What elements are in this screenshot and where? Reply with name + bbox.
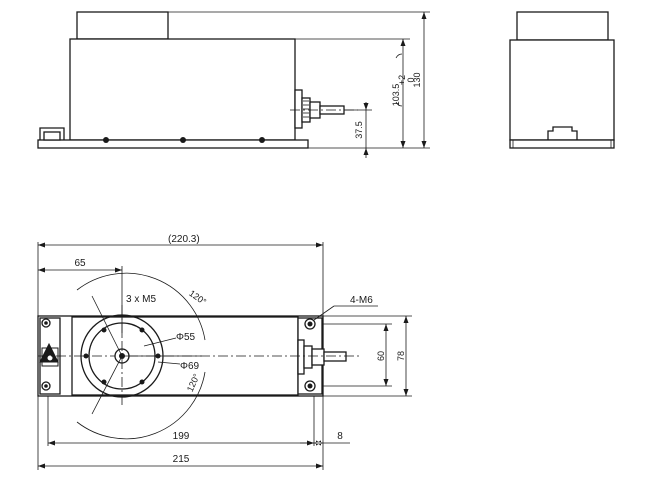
label-120-top: 120° [187,288,208,307]
dim-215: 215 [173,454,190,465]
motor-cap [76,11,169,40]
front-view: 103.5 37.5 +2 0 130 [37,11,430,158]
dim-8: 8 [337,431,343,442]
left-bracket-inner [43,131,61,141]
side-view [509,11,615,149]
main-body [69,38,296,141]
dim-130-tol-upper: +2 [397,75,407,85]
connector-flange [294,89,303,129]
label-4-m6: 4-M6 [350,295,373,306]
label-dia-55: Φ55 [176,332,196,343]
top-view: 3 x M5 120° 120° Φ55 Φ69 4-M6 (220.3) 65… [37,234,412,470]
label-3xm5: 3 x M5 [126,294,156,305]
dim-60: 60 [376,351,386,361]
side-motor-cap [516,11,609,41]
dim-130: 130 [412,72,422,87]
dim-65: 65 [74,258,86,269]
base-screw [180,137,186,143]
label-dia-69: Φ69 [180,361,200,372]
base-plate [37,139,309,149]
side-body [509,39,615,141]
dim-199: 199 [173,431,190,442]
dim-130-tol-lower: 0 [406,77,416,82]
side-bracket [547,126,578,140]
dim-78: 78 [396,351,406,361]
left-bracket [39,127,65,140]
dim-103-5: 103.5 [391,84,401,107]
base-screw [259,137,265,143]
base-screw [103,137,109,143]
dim-37-5: 37.5 [354,121,364,139]
dim-220-3: (220.3) [168,234,200,245]
side-base [509,139,615,149]
